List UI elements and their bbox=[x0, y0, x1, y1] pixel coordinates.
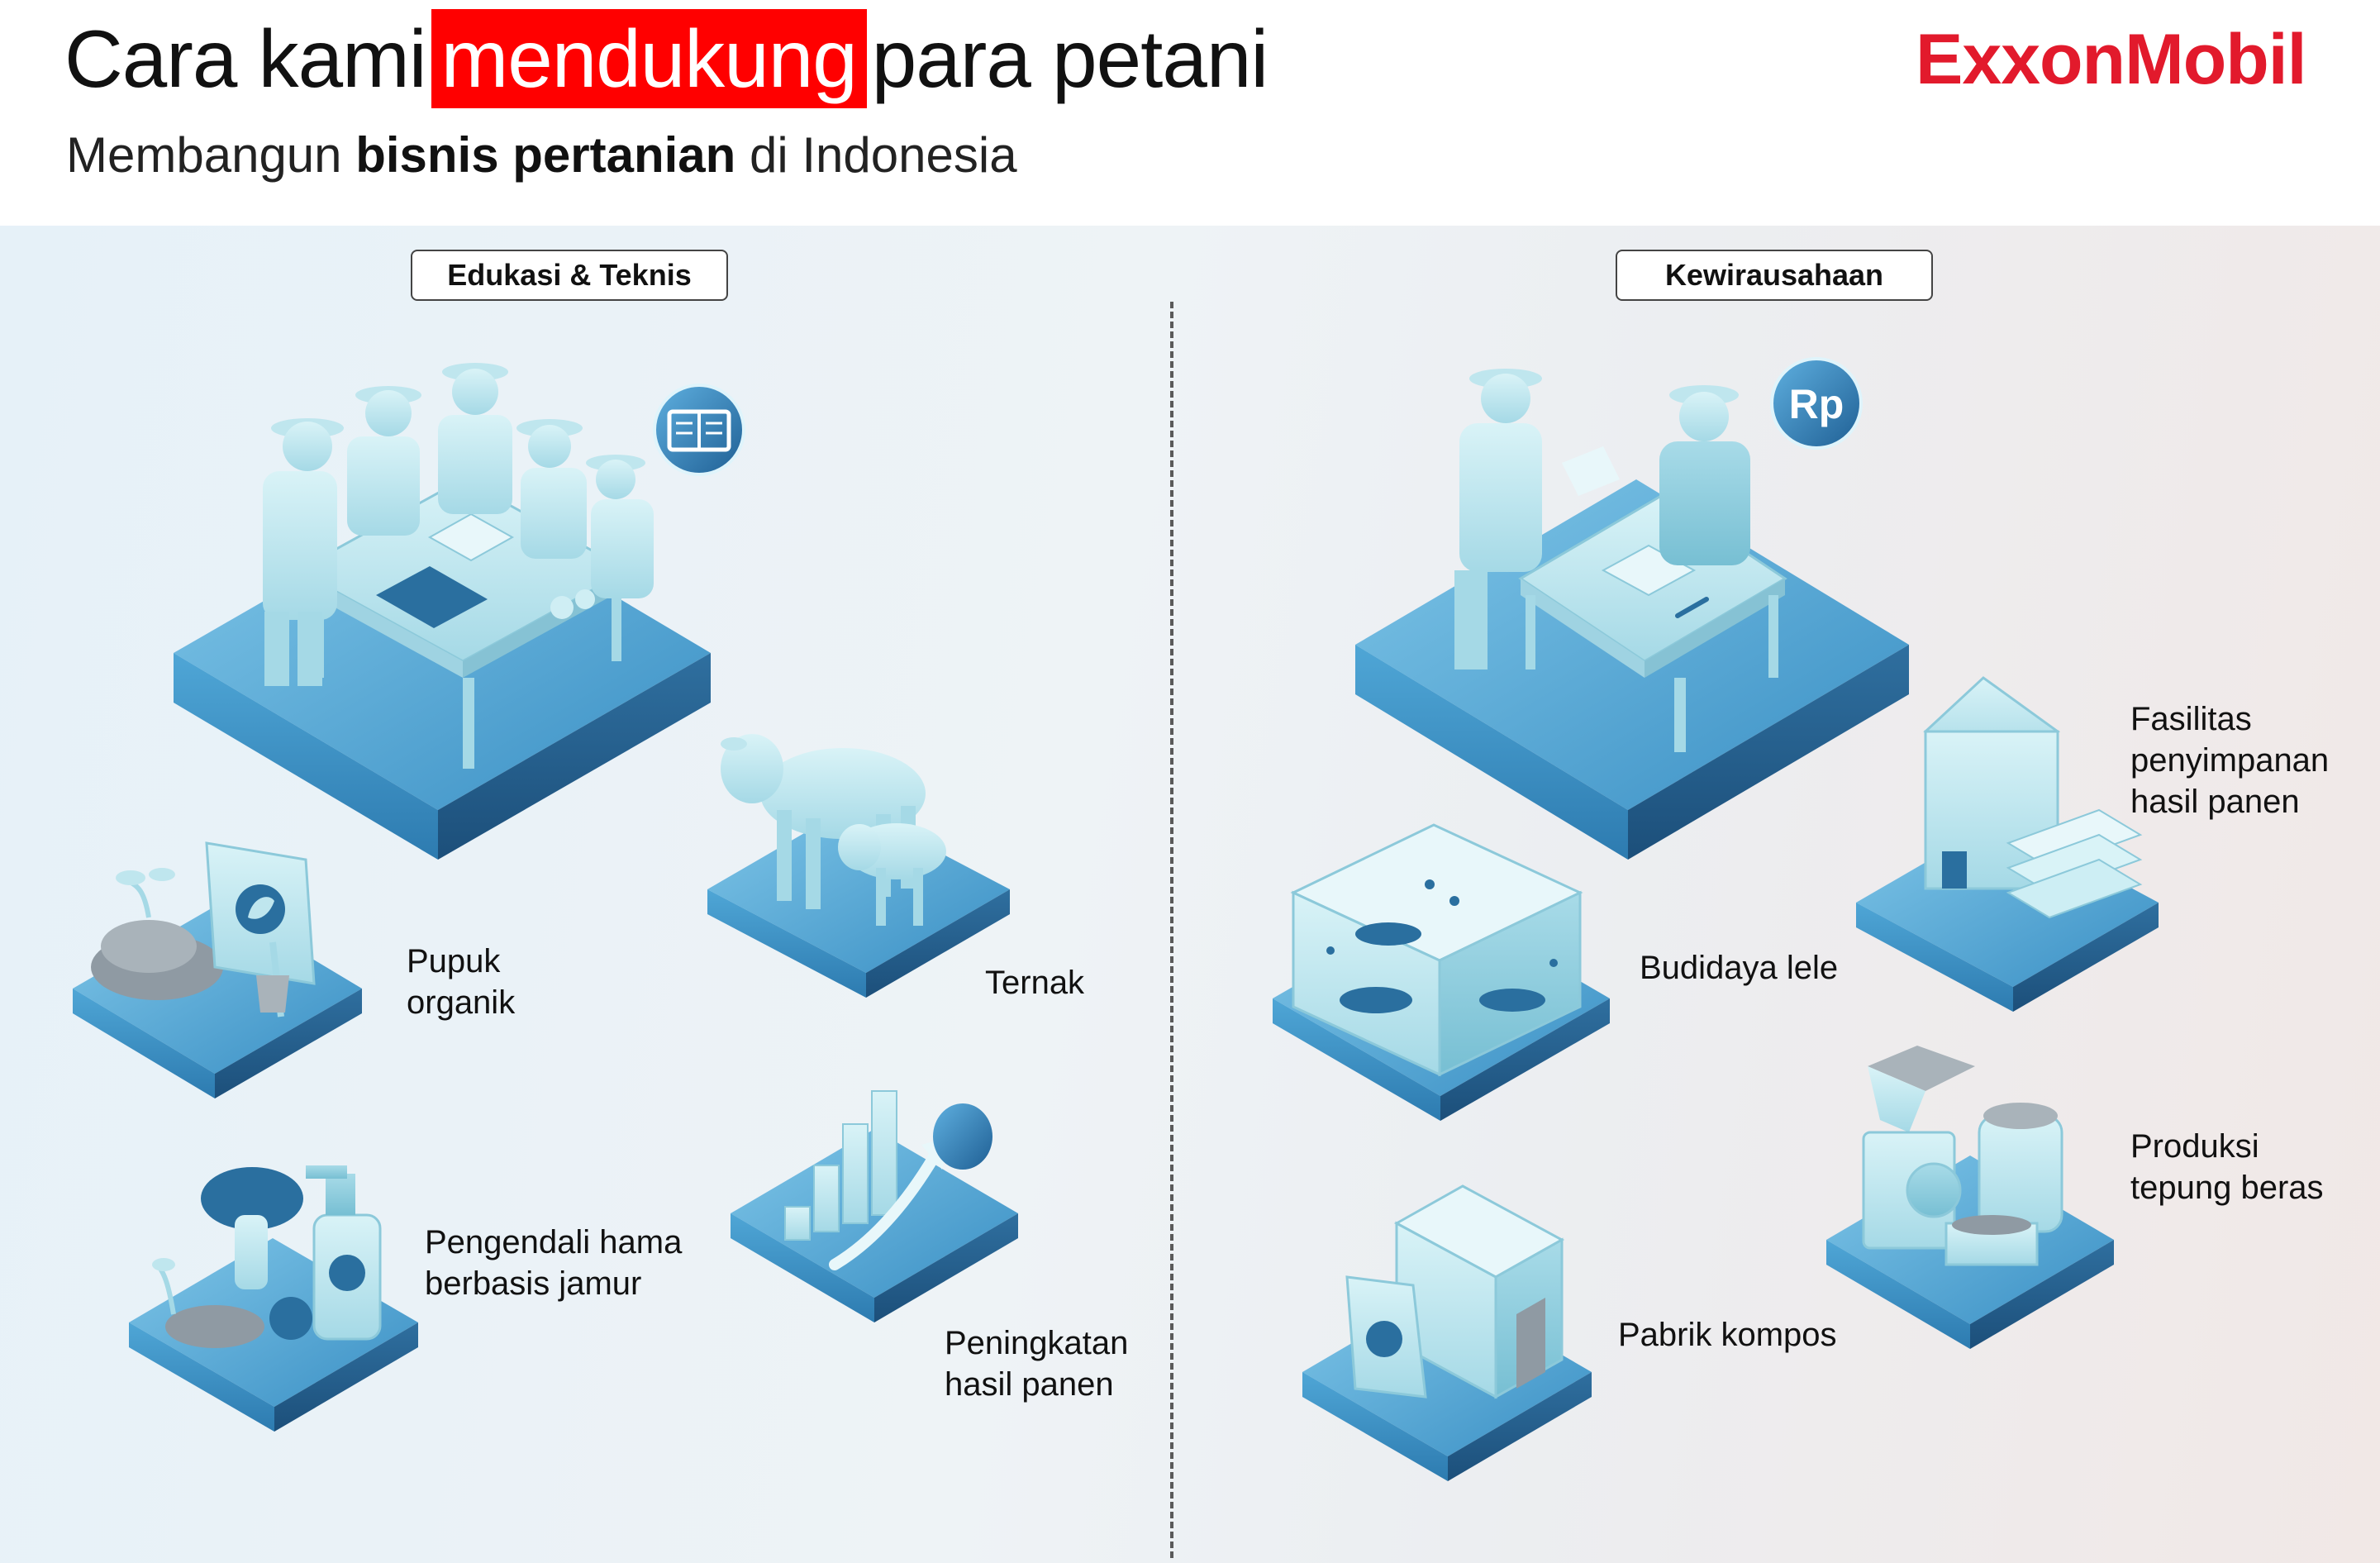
label-line: Pabrik kompos bbox=[1618, 1317, 1837, 1353]
label-produksi-tepung: Produksi tepung beras bbox=[2130, 1126, 2324, 1208]
subtitle-after: di Indonesia bbox=[750, 127, 1017, 183]
rice-mill-icon bbox=[1862, 1046, 2063, 1266]
label-line: Pupuk bbox=[407, 943, 501, 979]
fertilizer-bag-icon bbox=[91, 841, 316, 1017]
section-label-entrepreneurship: Kewirausahaan bbox=[1616, 250, 1933, 301]
label-pupuk-organik: Pupuk organik bbox=[407, 941, 515, 1023]
label-ternak: Ternak bbox=[985, 962, 1084, 1003]
title-highlight: mendukung bbox=[431, 9, 867, 108]
label-budidaya-lele: Budidaya lele bbox=[1640, 947, 1838, 989]
section-label-education: Edukasi & Teknis bbox=[411, 250, 728, 301]
label-peningkatan-hasil-panen: Peningkatan hasil panen bbox=[945, 1322, 1128, 1405]
silo-icon bbox=[1923, 676, 2143, 919]
fish-tank-icon bbox=[1290, 823, 1583, 1077]
title-before: Cara kami bbox=[64, 13, 427, 104]
cow-icon bbox=[721, 734, 946, 926]
subtitle-bold: bisnis pertanian bbox=[355, 127, 736, 183]
title-after: para petani bbox=[871, 13, 1269, 104]
page-subtitle: Membangun bisnis pertanian di Indonesia bbox=[66, 122, 1017, 188]
label-line: Fasilitas bbox=[2130, 701, 2252, 737]
mushroom-spray-icon bbox=[152, 1165, 382, 1348]
label-line: hasil panen bbox=[2130, 784, 2300, 820]
label-line: penyimpanan bbox=[2130, 742, 2330, 779]
label-line: Budidaya lele bbox=[1640, 950, 1839, 986]
farmer-figures bbox=[263, 363, 654, 686]
growth-chart-icon bbox=[784, 1090, 992, 1270]
section-divider bbox=[1170, 302, 1173, 1558]
label-line: Ternak bbox=[985, 965, 1085, 1001]
training-scene bbox=[263, 363, 654, 769]
compost-factory-icon bbox=[1345, 1184, 1565, 1399]
label-pabrik-kompos: Pabrik kompos bbox=[1618, 1314, 1837, 1356]
label-line: Produksi bbox=[2130, 1128, 2259, 1165]
contract-scene bbox=[1454, 369, 1787, 752]
label-line: hasil panen bbox=[945, 1366, 1114, 1403]
book-icon bbox=[653, 384, 745, 476]
label-line: Peningkatan bbox=[945, 1325, 1129, 1361]
label-line: tepung beras bbox=[2130, 1170, 2324, 1206]
subtitle-before: Membangun bbox=[66, 127, 342, 183]
rupiah-badge-text: Rp bbox=[1789, 381, 1844, 427]
label-pengendali-hama: Pengendali hama berbasis jamur bbox=[425, 1222, 682, 1304]
label-line: Pengendali hama bbox=[425, 1224, 683, 1260]
label-fasilitas-penyimpanan: Fasilitas penyimpanan hasil panen bbox=[2130, 698, 2329, 822]
exxonmobil-logo: ExxonMobil bbox=[1916, 20, 2307, 99]
label-line: berbasis jamur bbox=[425, 1265, 642, 1302]
rupiah-icon: Rp bbox=[1770, 357, 1863, 450]
label-line: organik bbox=[407, 984, 516, 1021]
